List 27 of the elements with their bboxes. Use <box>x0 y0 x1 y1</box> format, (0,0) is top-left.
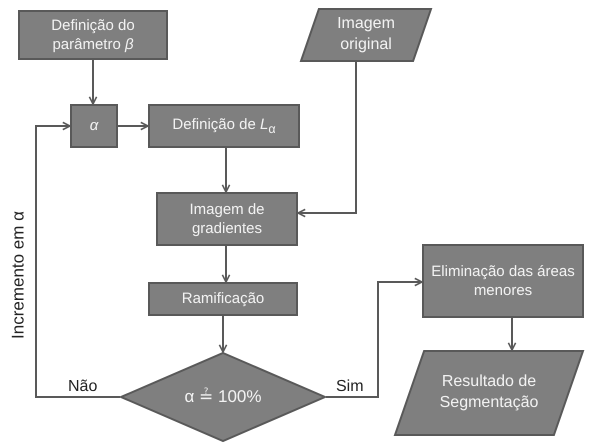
arrow <box>508 318 516 351</box>
arrow <box>218 316 228 353</box>
node-text: Imagem original <box>336 14 396 55</box>
process-box <box>148 282 298 316</box>
process-box <box>156 192 298 246</box>
node-text: Imagem de gradientes <box>188 200 266 238</box>
arrow <box>326 278 423 398</box>
node-text: Eliminação das áreas menores <box>430 262 576 300</box>
arrow <box>35 122 120 398</box>
process-box <box>422 244 584 318</box>
node-text: Ramificação <box>180 289 266 309</box>
decision-diamond <box>120 352 326 442</box>
process-box <box>70 104 118 148</box>
node-text: α ≟ 100% <box>184 386 262 408</box>
process-box <box>148 104 300 148</box>
node-text: Definição do parâmetro β <box>50 16 136 54</box>
node-text: Definição de L$_{α}$ <box>171 114 277 138</box>
arrow <box>297 62 357 218</box>
input-parallelogram <box>300 8 432 62</box>
arrow <box>222 246 230 283</box>
arrow <box>118 122 149 130</box>
node-text: Resultado de Segmentação <box>438 372 540 413</box>
output-parallelogram <box>394 350 584 436</box>
arrow <box>88 60 98 105</box>
process-box <box>18 10 168 60</box>
node-text: α <box>88 116 100 136</box>
arrow <box>222 148 230 193</box>
